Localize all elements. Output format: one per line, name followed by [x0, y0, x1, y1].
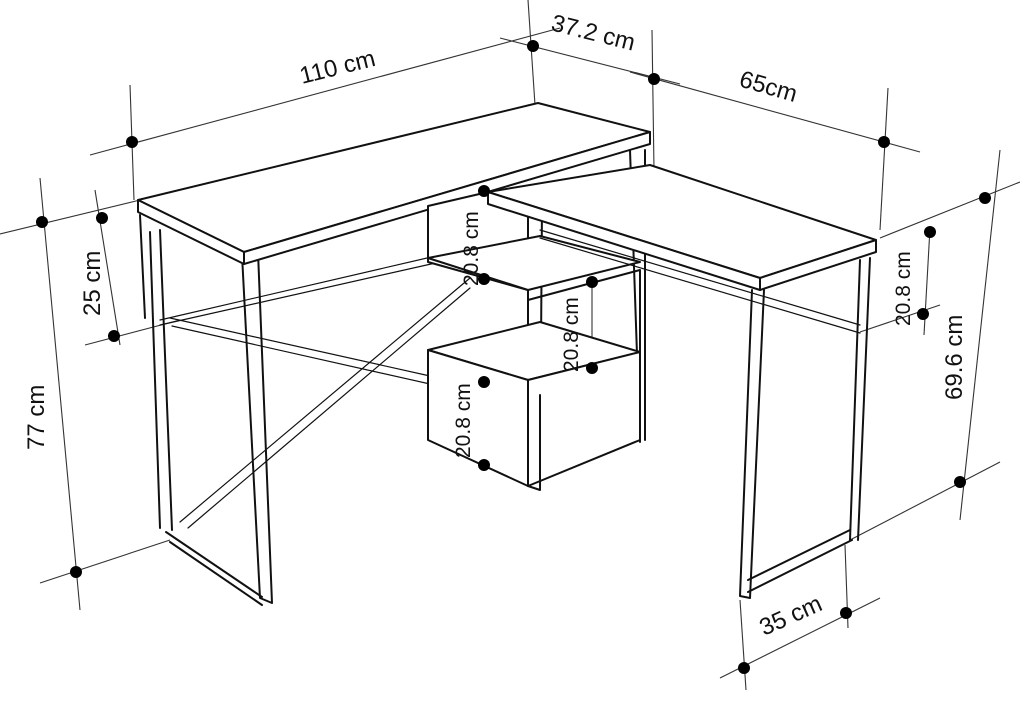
marker-dot: [478, 185, 490, 197]
marker-dot: [126, 136, 138, 148]
label-return-height: 69.6 cm: [941, 315, 968, 400]
marker-dot: [979, 192, 991, 204]
marker-dot: [36, 216, 48, 228]
marker-dot: [586, 362, 598, 374]
marker-dot: [648, 73, 660, 85]
marker-dot: [917, 308, 929, 320]
dimension-markers: [36, 40, 991, 674]
marker-dot: [954, 476, 966, 488]
marker-dot: [70, 566, 82, 578]
label-return-shelf: 20.8 cm: [892, 251, 915, 326]
label-desk-width: 110 cm: [297, 45, 378, 90]
marker-dot: [878, 136, 890, 148]
label-shelf-bottom: 20.8 cm: [452, 383, 475, 458]
label-return-width: 65cm: [736, 66, 800, 108]
label-shelf-top: 20.8 cm: [460, 211, 483, 286]
label-total-height: 77 cm: [23, 385, 50, 450]
main-desk: [137, 102, 651, 606]
label-modesty-height: 25 cm: [79, 251, 106, 316]
marker-dot: [96, 212, 108, 224]
marker-dot: [586, 276, 598, 288]
marker-dot: [527, 40, 539, 52]
marker-dot: [738, 662, 750, 674]
return-desk: [487, 164, 877, 599]
label-leg-depth: 35 cm: [755, 590, 826, 641]
marker-dot: [478, 273, 490, 285]
marker-dot: [108, 330, 120, 342]
marker-dot: [478, 376, 490, 388]
label-desk-depth: 37.2 cm: [549, 10, 638, 57]
marker-dot: [478, 459, 490, 471]
marker-dot: [924, 226, 936, 238]
label-shelf-middle: 20.8 cm: [560, 297, 583, 372]
marker-dot: [840, 607, 852, 619]
